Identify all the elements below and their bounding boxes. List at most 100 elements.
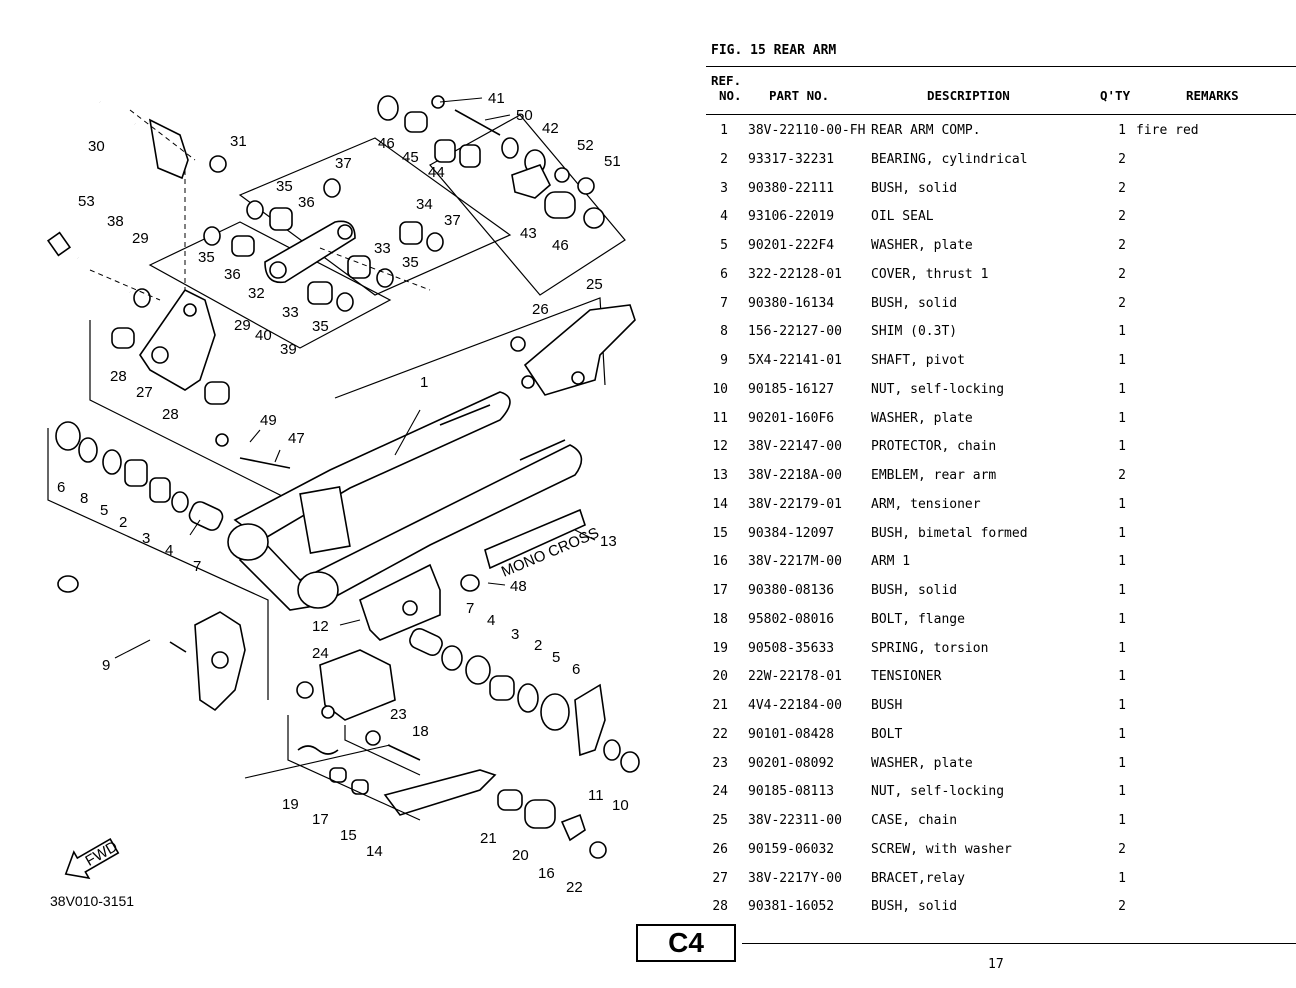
qty-cell: 1: [1118, 525, 1126, 541]
description-cell: ARM 1: [871, 554, 911, 570]
qty-cell: 2: [1118, 899, 1126, 915]
callout-44: 44: [428, 164, 445, 181]
callout-5: 5: [100, 502, 108, 519]
ref-cell: 6: [720, 266, 728, 282]
ref-cell: 14: [712, 496, 728, 512]
swingarm-frame-line-2: [334, 297, 606, 399]
header-description: DESCRIPTION: [927, 88, 1010, 103]
ref-cell: 27: [712, 870, 728, 886]
callout-15: 15: [340, 827, 357, 844]
qty-cell: 1: [1118, 640, 1126, 656]
description-cell: BUSH, bimetal formed: [871, 525, 1028, 541]
ref-cell: 22: [712, 726, 728, 742]
callout-16: 16: [538, 865, 555, 882]
callout-6: 6: [57, 479, 65, 496]
callout-40: 40: [255, 327, 272, 344]
part-no-cell: 22W-22178-01: [748, 669, 842, 685]
description-cell: BUSH, solid: [871, 899, 958, 915]
qty-cell: 2: [1118, 468, 1126, 483]
callout-37b: 37: [444, 212, 461, 229]
callout-8: 8: [80, 490, 88, 507]
callout-39: 39: [280, 341, 297, 358]
description-cell: CASE, chain: [871, 813, 958, 828]
callout-12: 12: [312, 618, 329, 635]
callout-26: 26: [532, 301, 549, 318]
emblem-rear-arm: MONO CROSS: [484, 508, 601, 581]
callout-38: 38: [107, 213, 124, 230]
qty-cell: 1: [1118, 669, 1126, 685]
part-no-cell: 90185-16127: [748, 381, 835, 397]
description-cell: WASHER, plate: [871, 410, 973, 426]
callout-35: 35: [276, 178, 293, 195]
callout-4b: 4: [487, 612, 495, 629]
link-assembly-frame: [238, 137, 512, 296]
callout-50: 50: [516, 107, 533, 124]
callout-2: 2: [119, 514, 127, 531]
callout-10: 10: [612, 797, 629, 814]
description-cell: SCREW, with washer: [871, 841, 1012, 857]
qty-cell: 1: [1118, 784, 1126, 800]
qty-cell: 1: [1118, 755, 1126, 771]
callout-9: 9: [102, 657, 110, 674]
ref-cell: 28: [712, 899, 728, 915]
description-cell: SHAFT, pivot: [871, 353, 965, 368]
callout-7: 7: [193, 558, 201, 575]
qty-cell: 1: [1118, 698, 1126, 713]
qty-cell: 1: [1118, 410, 1126, 426]
part-no-cell: 38V-22110-00-FH: [748, 123, 866, 138]
callout-3b: 3: [511, 626, 519, 643]
callout-11: 11: [588, 787, 604, 804]
pivot-bolt-38: [46, 231, 151, 308]
callout-51: 51: [604, 153, 621, 170]
part-no-cell: 38V-2217M-00: [748, 554, 842, 570]
part-no-cell: 322-22128-01: [748, 266, 842, 282]
part-no-cell: 90201-222F4: [748, 238, 835, 253]
header-ref-line1: REF.: [711, 73, 742, 88]
callout-28b: 28: [162, 406, 179, 423]
pivot-shaft: [57, 575, 187, 653]
part-no-cell: 93317-32231: [748, 151, 835, 167]
callout-25: 25: [586, 276, 603, 293]
qty-cell: 1: [1118, 870, 1126, 886]
callout-34: 34: [416, 196, 433, 213]
description-cell: NUT, self-locking: [871, 381, 1005, 397]
callout-14: 14: [366, 843, 383, 860]
qty-cell: 2: [1118, 209, 1126, 225]
description-cell: SHIM (0.3T): [871, 324, 958, 340]
header-qty: Q'TY: [1100, 88, 1131, 103]
description-cell: BUSH: [871, 698, 903, 713]
callout-4: 4: [165, 542, 173, 559]
part-no-cell: 4V4-22184-00: [748, 698, 842, 713]
callout-36: 36: [298, 194, 315, 211]
callout-20: 20: [512, 847, 529, 864]
pivot-plate: [194, 611, 246, 712]
tensioner-group: [296, 649, 607, 859]
ref-cell: 11: [712, 410, 728, 426]
callout-41: 41: [488, 90, 505, 107]
callout-35c: 35: [402, 254, 419, 271]
ref-cell: 18: [712, 611, 728, 627]
callout-3: 3: [142, 530, 150, 547]
callout-53: 53: [78, 193, 95, 210]
qty-cell: 1: [1118, 726, 1126, 742]
description-cell: BUSH, solid: [871, 295, 958, 311]
qty-cell: 1: [1118, 496, 1126, 512]
qty-cell: 1: [1118, 813, 1126, 828]
description-cell: BUSH, solid: [871, 583, 958, 598]
part-no-cell: 38V-2218A-00: [748, 468, 842, 483]
center-lines: [89, 109, 431, 301]
screw-49: [215, 433, 229, 447]
fwd-arrow: FWD: [64, 838, 121, 880]
qty-cell: 1: [1118, 554, 1126, 570]
ref-cell: 16: [712, 554, 728, 570]
